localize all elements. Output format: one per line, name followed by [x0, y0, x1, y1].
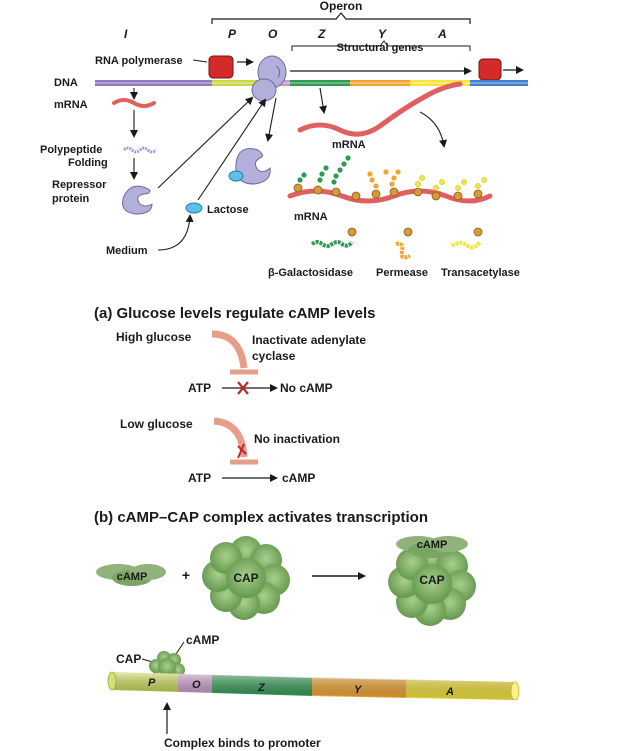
mrna-mid-strand: [297, 81, 463, 137]
camp-leader: [175, 641, 185, 655]
dna-label: DNA: [54, 77, 78, 89]
camp-molecule-icon: [96, 564, 166, 586]
seg-p-label: P: [148, 677, 156, 689]
plus-sign: +: [182, 567, 190, 583]
polypeptide-chain: [122, 146, 158, 154]
galactosidase-label: β-Galactosidase: [268, 267, 353, 279]
gene-o-label: O: [268, 27, 278, 41]
gene-y-label: Y: [378, 27, 387, 41]
cap-protein-icon: [202, 536, 290, 620]
arrow-mrna-to-translation: [419, 111, 447, 148]
transacetylase-icon: [450, 240, 482, 250]
high-glucose-label: High glucose: [116, 330, 192, 344]
inhibition-arrow-low: [213, 417, 248, 458]
cap-label: CAP: [233, 571, 258, 585]
arrow-lactose-to-repressor: [197, 98, 267, 201]
arrow-repressor-to-operator: [157, 96, 254, 189]
seg-o-label: O: [192, 679, 201, 691]
inactive-repressor-icon: [228, 148, 271, 185]
rna-polymerase-leader: [192, 59, 208, 63]
repressor-protein-icon: [122, 185, 153, 215]
gene-z-label: Z: [317, 27, 326, 41]
broken-inhibition-icon: [237, 443, 247, 459]
operon-label: Operon: [320, 0, 363, 13]
panel-b-heading: (b) cAMP–CAP complex activates transcrip…: [94, 509, 428, 526]
bound-repressor-icon: [251, 55, 287, 102]
binds-promoter-label: Complex binds to promoter: [164, 736, 321, 750]
lactose-label: Lactose: [207, 204, 249, 216]
medium-label: Medium: [106, 245, 148, 257]
seg-z-label: Z: [257, 682, 266, 694]
folding-label: Folding: [68, 157, 108, 169]
seg-a-label: A: [445, 686, 454, 698]
complex-cap-label: CAP: [419, 573, 444, 587]
no-camp-label: No cAMP: [280, 381, 333, 395]
gene-i-label: I: [124, 27, 128, 41]
panel-a-heading: (a) Glucose levels regulate cAMP levels: [94, 305, 376, 322]
mrna-left-strand: [112, 98, 156, 108]
no-inactivation-label: No inactivation: [254, 432, 340, 446]
galactosidase-icon: [310, 240, 354, 248]
inactivate-label-1: Inactivate adenylate: [252, 333, 366, 347]
permease-label: Permease: [376, 267, 428, 279]
blocked-cross-icon: [237, 381, 249, 395]
low-glucose-label: Low glucose: [120, 417, 193, 431]
operon-bracket: [211, 12, 471, 24]
promoter-dna-helix: [107, 671, 520, 701]
atp-label-1: ATP: [188, 381, 211, 395]
rna-polymerase-icon: [208, 55, 234, 79]
seg-y-label: Y: [354, 684, 363, 696]
ribosome-cluster: [293, 155, 487, 237]
dna-strand-top: [95, 80, 528, 86]
structural-genes-label: Structural genes: [337, 42, 424, 54]
mrna-low-label: mRNA: [294, 211, 328, 223]
transacetylase-label: Transacetylase: [441, 267, 520, 279]
permease-icon: [395, 241, 411, 260]
complex-camp-label: cAMP: [417, 539, 448, 551]
inactivate-label-2: cyclase: [252, 349, 296, 363]
gene-p-label: P: [228, 27, 237, 41]
arrow-repressor-release: [265, 97, 277, 142]
lactose-icon: [185, 202, 203, 214]
repressor-label-2: protein: [52, 193, 90, 205]
mrna-left-label: mRNA: [54, 99, 88, 111]
camp-small-label: cAMP: [117, 571, 148, 583]
arrow-medium-to-lactose: [157, 214, 194, 251]
atp-label-2: ATP: [188, 471, 211, 485]
arrow-transcribe-mrna: [319, 87, 327, 114]
mrna-mid-label: mRNA: [332, 139, 366, 151]
inhibition-arrow-high: [211, 330, 248, 369]
camp-cap-complex-icon: [388, 536, 476, 626]
structural-genes-bracket: [291, 40, 471, 51]
repressor-label-1: Repressor: [52, 179, 107, 191]
rna-polymerase-end-icon: [478, 58, 502, 81]
polypeptide-label: Polypeptide: [40, 144, 102, 156]
dna-camp-label: cAMP: [186, 633, 219, 647]
dna-cap-label: CAP: [116, 652, 141, 666]
camp-label: cAMP: [282, 471, 315, 485]
rna-polymerase-label: RNA polymerase: [95, 55, 183, 67]
gene-a-label: A: [437, 27, 447, 41]
